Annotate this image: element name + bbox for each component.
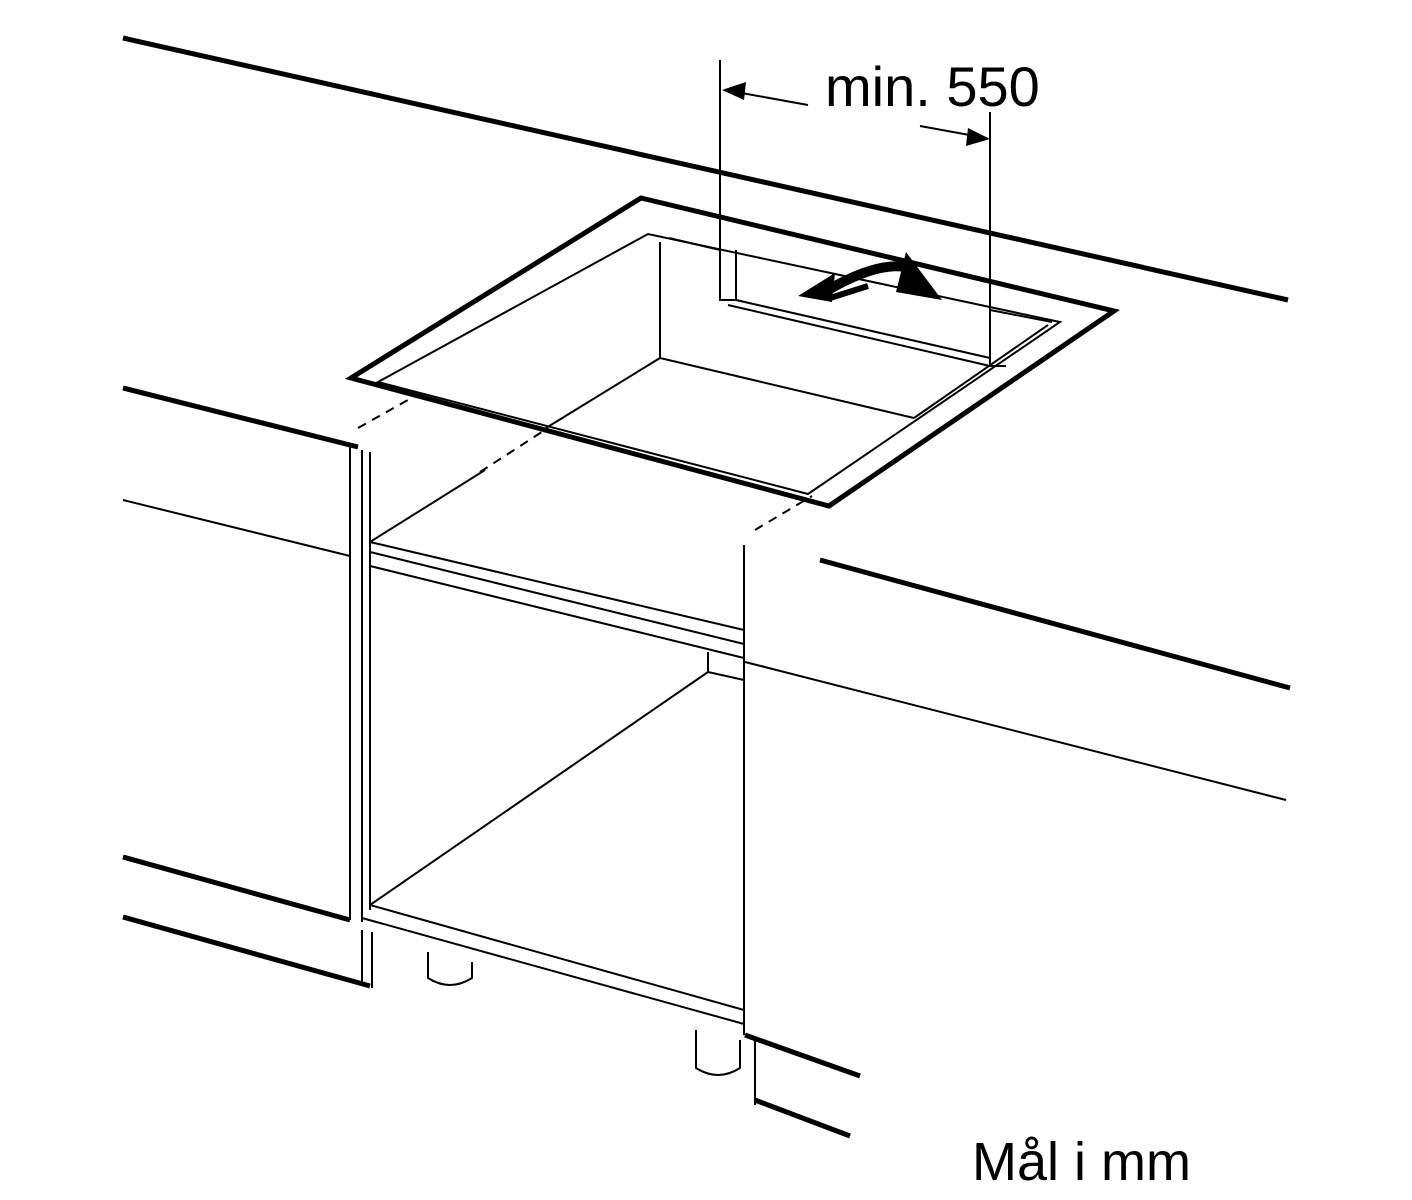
- cutout-outer-frame: [344, 195, 1121, 509]
- units-note: Mål i mm: [972, 1132, 1191, 1192]
- countertop-front-edge: [122, 385, 1291, 691]
- base-cabinet: [349, 447, 756, 1105]
- cutout-cavity: [545, 237, 1053, 429]
- plinth-lines: [122, 854, 861, 1139]
- countertop-back-edge: [122, 35, 1289, 303]
- dimension-label: min. 550: [825, 55, 1040, 118]
- dimension-lines: [719, 60, 991, 312]
- insertion-arrow-icon: [798, 252, 942, 302]
- dimension-arrowheads: [722, 82, 990, 146]
- countertop-underside-line: [122, 499, 1287, 801]
- cabinet-feet: [427, 952, 741, 1076]
- cutout-inner-rim: [375, 232, 1063, 496]
- hidden-edges: [357, 395, 813, 531]
